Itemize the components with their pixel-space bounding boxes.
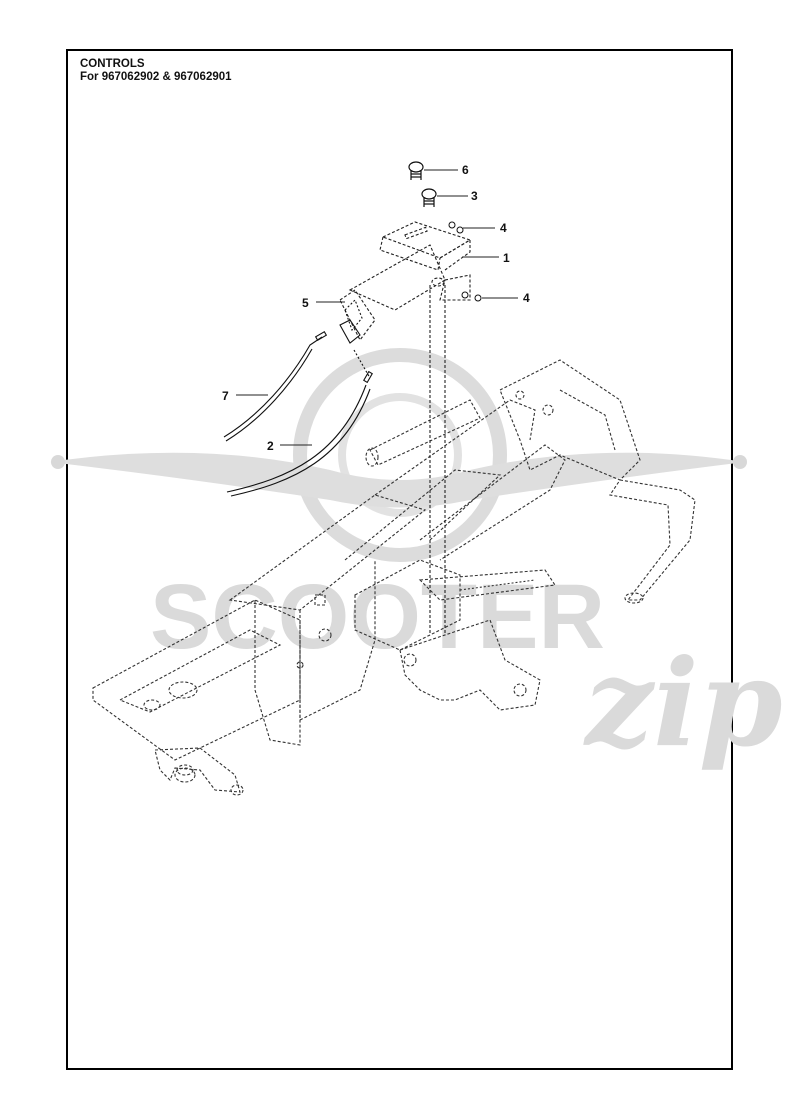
knob-3 [421,188,437,207]
control-bracket [339,221,472,635]
chassis-frame [92,359,696,796]
cable-7 [223,331,328,442]
watermark: SCOOTER zip [50,348,783,774]
callout-4-upper: 4 [500,221,507,235]
callout-7: 7 [222,389,229,403]
watermark-script: zip [583,633,783,774]
watermark-word: SCOOTER [150,566,605,668]
callout-4-lower: 4 [523,291,530,305]
drawing-frame [66,49,733,1070]
cable-2 [226,349,373,497]
leader-lines [236,169,518,446]
screws-4 [448,221,482,302]
diagram-subtitle: For 967062902 & 967062901 [80,71,232,83]
callout-5: 5 [302,296,309,310]
callout-1: 1 [503,251,510,265]
callout-2: 2 [267,439,274,453]
knob-6 [408,161,424,180]
lever-5 [339,299,363,344]
callout-labels: 6 3 4 1 4 5 7 2 [222,163,530,453]
title-block: CONTROLS For 967062902 & 967062901 [80,58,232,84]
diagram-title: CONTROLS [80,58,145,70]
callout-3: 3 [471,189,478,203]
callout-6: 6 [462,163,469,177]
